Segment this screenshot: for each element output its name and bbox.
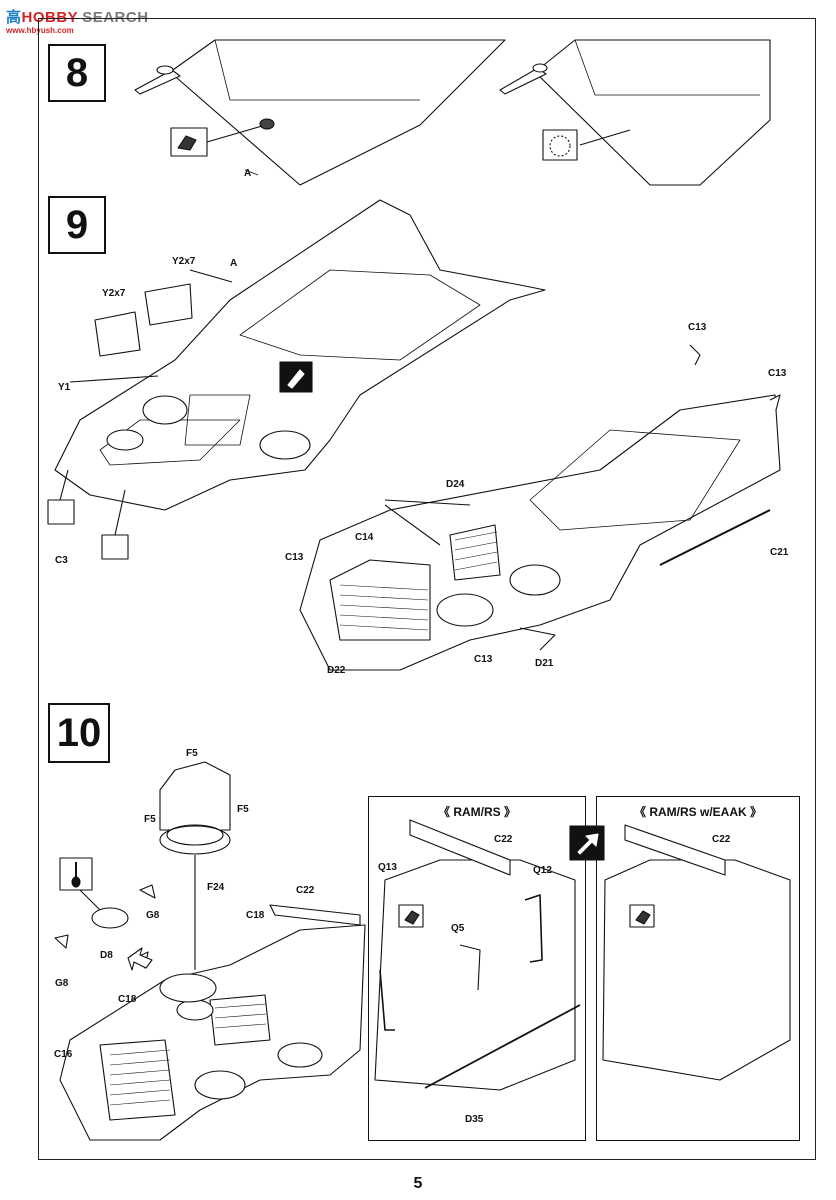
part-label: Q12 (533, 865, 552, 876)
step-number: 9 (65, 202, 89, 247)
part-label: D8 (100, 950, 113, 961)
part-label: C3 (55, 555, 68, 566)
step-10-ram-rs-detail (374, 819, 581, 1091)
part-label: F5 (186, 748, 198, 759)
part-label: D22 (327, 665, 346, 676)
part-label: C13 (688, 322, 707, 333)
part-label: Y1 (58, 382, 71, 393)
step-number: 10 (56, 710, 102, 755)
step-8-left-hull-plate (134, 39, 506, 186)
page-frame (38, 18, 816, 1160)
step-8-box: 8 (48, 44, 106, 102)
step-10-ram-rs-eaak-detail (602, 824, 791, 1081)
alternate-arrow-icon (569, 825, 605, 861)
step-9-lower-hull (299, 344, 781, 671)
part-label: A (244, 168, 251, 179)
part-label: D24 (446, 479, 465, 490)
part-label: Q5 (451, 923, 465, 934)
part-label: C13 (474, 654, 493, 665)
part-label: Q13 (378, 862, 397, 873)
step-9-upper-hull (47, 199, 546, 560)
part-label: A (230, 258, 237, 269)
part-label: C16 (54, 1049, 73, 1060)
panel-title: 《 RAM/RS 》 (437, 805, 516, 819)
part-label: D35 (465, 1114, 484, 1125)
step-10-turret-ring (159, 761, 231, 970)
watermark-url: www.hbyush.com (6, 26, 74, 35)
part-label: F24 (207, 882, 225, 893)
step-10-main-hull (59, 904, 366, 1141)
step-number: 8 (65, 50, 89, 95)
part-label: C14 (355, 532, 374, 543)
part-label: F5 (144, 814, 156, 825)
part-label: Y2x7 (102, 288, 126, 299)
part-labels: A Y2x7 Y2x7 A Y1 C3 C13 C13 C13 C14 D24 … (54, 168, 789, 1125)
part-label: C22 (712, 834, 731, 845)
part-label: C18 (246, 910, 265, 921)
panel-title: 《 RAM/RS w/EAAK 》 (633, 805, 762, 819)
part-label: C18 (118, 994, 137, 1005)
part-label: C21 (770, 547, 789, 558)
direction-arrow-icon (127, 947, 153, 971)
step-9-box: 9 (48, 196, 106, 254)
part-label: G8 (146, 910, 160, 921)
step-8-right-hull-plate (499, 39, 771, 186)
part-label: C22 (494, 834, 513, 845)
part-label: C13 (285, 552, 304, 563)
part-label: G8 (55, 978, 69, 989)
part-label: C22 (296, 885, 315, 896)
part-label: F5 (237, 804, 249, 815)
part-label: C13 (768, 368, 787, 379)
part-label: D21 (535, 658, 554, 669)
part-label: Y2x7 (172, 256, 196, 267)
step-10-box: 10 (48, 703, 110, 763)
page-number: 5 (413, 1175, 423, 1192)
